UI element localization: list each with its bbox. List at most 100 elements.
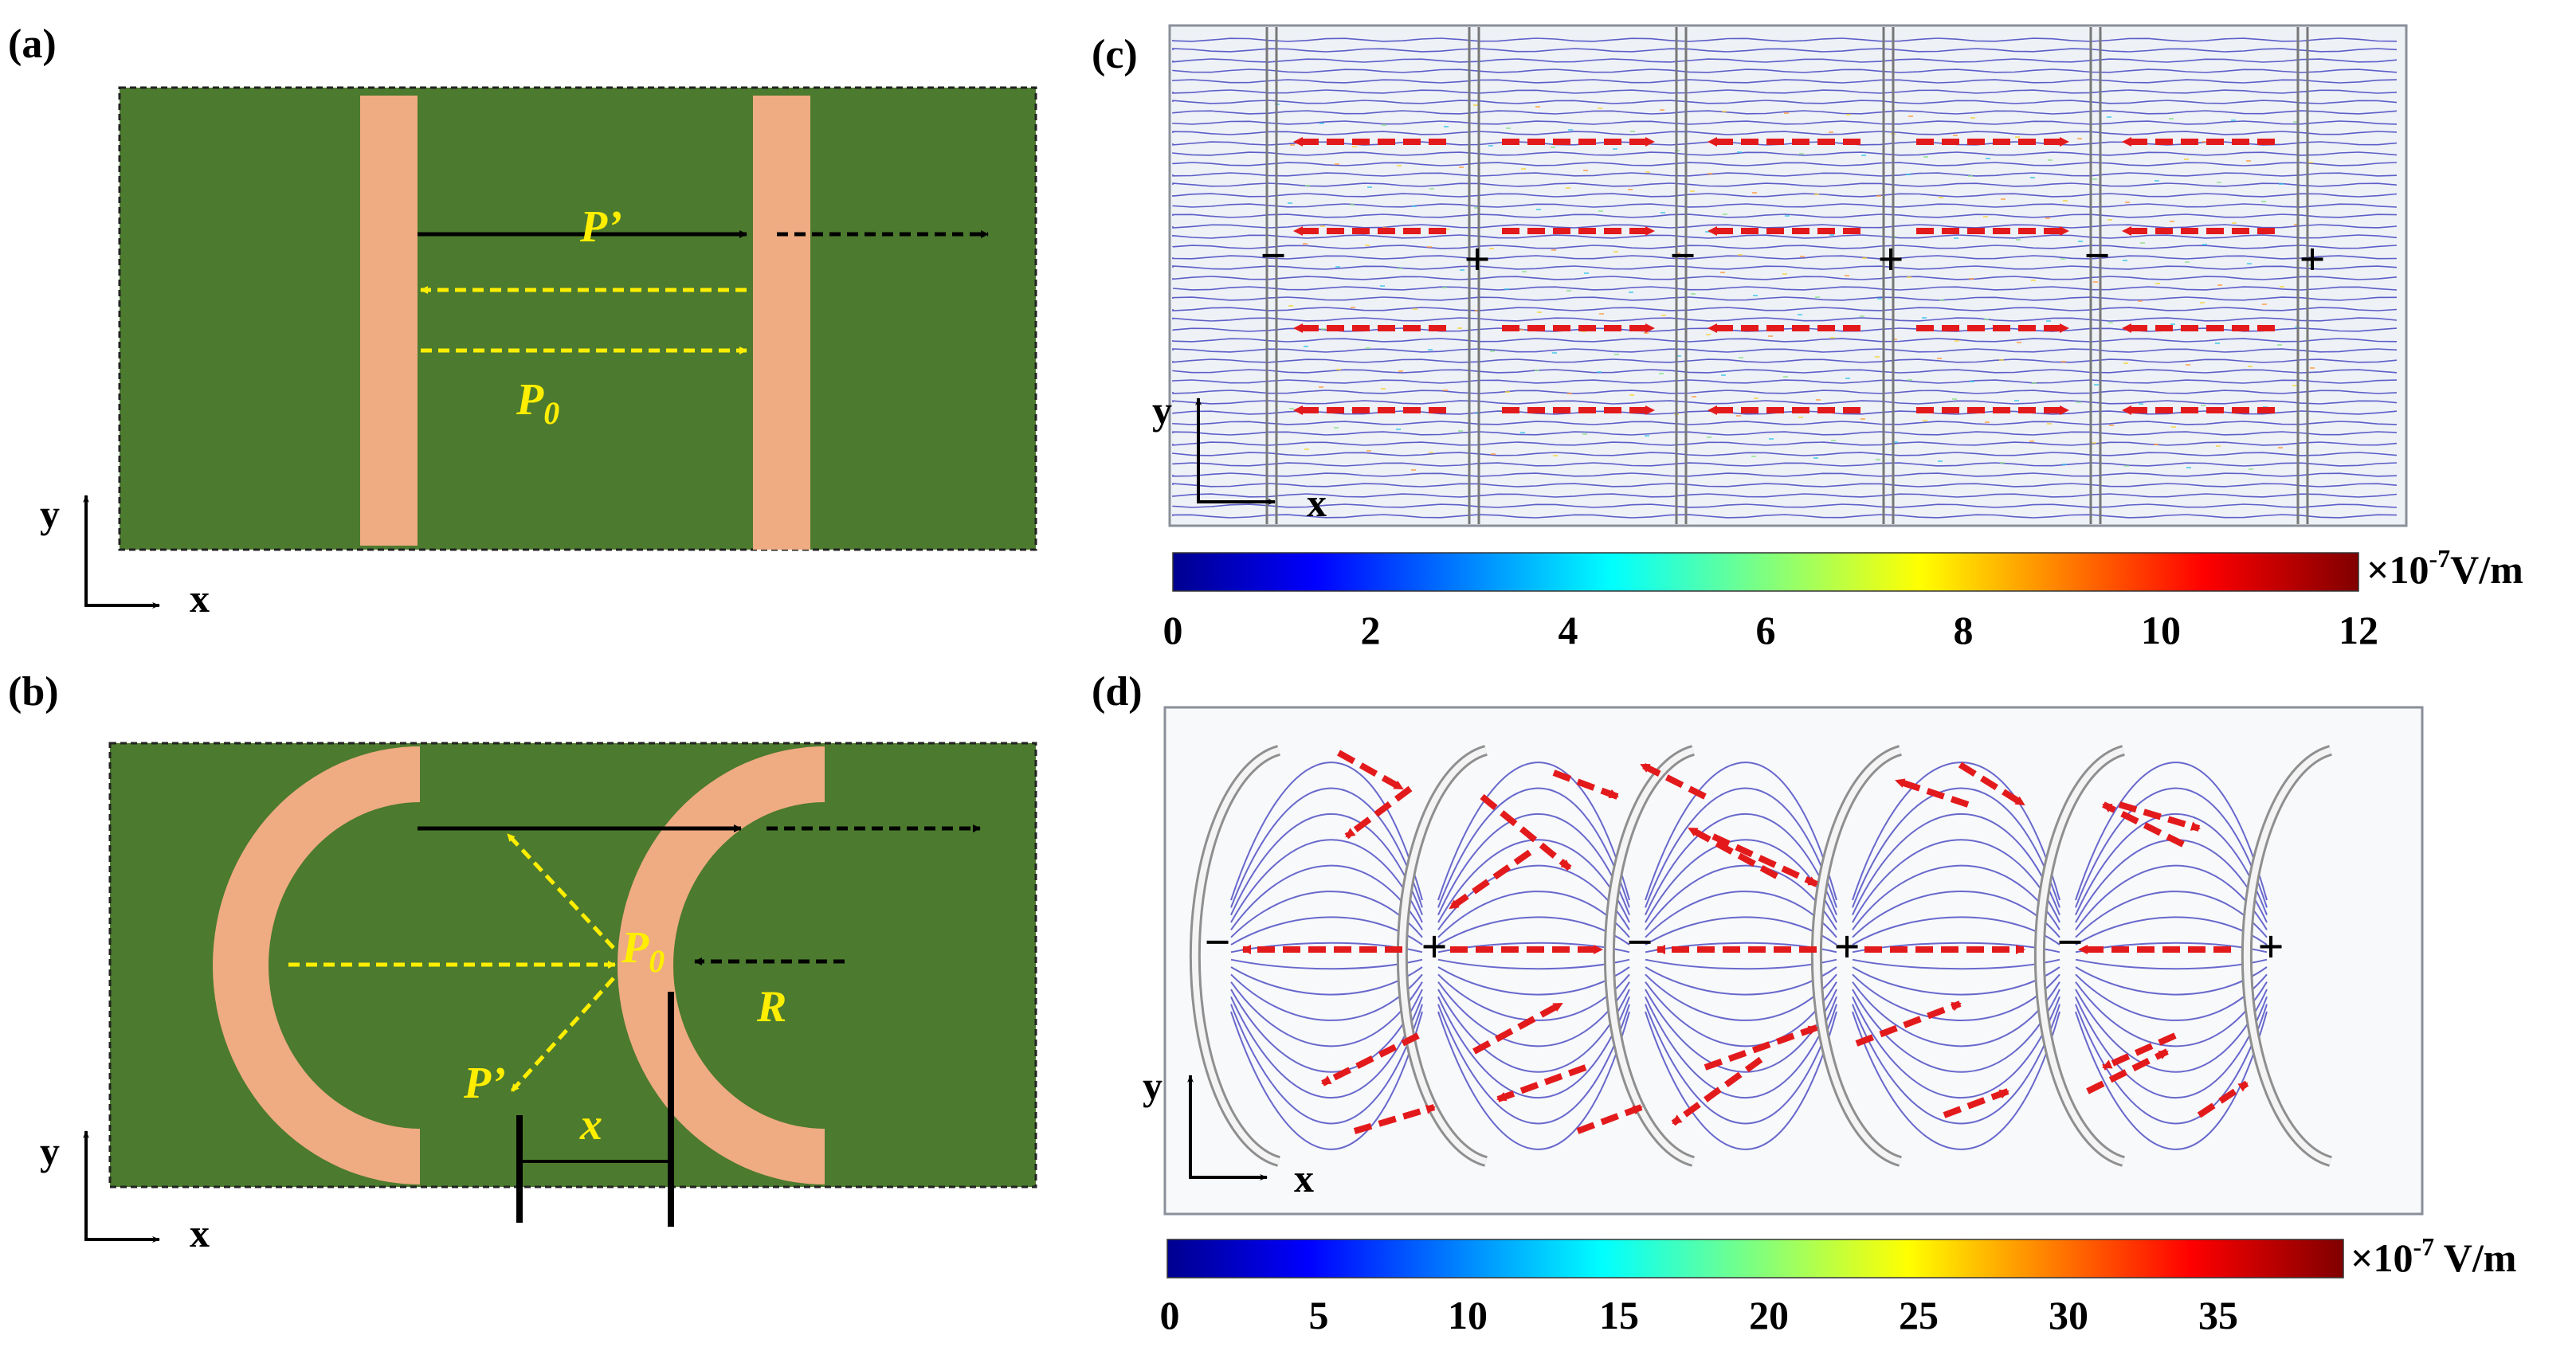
- streamline: [1852, 981, 2060, 1047]
- field-speckle: [2202, 141, 2206, 143]
- field-speckle: [2170, 323, 2175, 325]
- colorbar-tick: 8: [1954, 608, 1974, 652]
- field-speckle: [1552, 352, 1557, 354]
- colorbar-tick: 10: [2141, 608, 2181, 652]
- panel-a-label: (a): [8, 22, 57, 67]
- colorbar-c: [1172, 552, 2359, 592]
- streamline: [1852, 762, 2060, 901]
- streamline: [1852, 813, 2060, 916]
- colorbar-tick: 5: [1309, 1293, 1329, 1337]
- field-speckle: [1335, 163, 1339, 165]
- field-speckle: [1769, 438, 1774, 440]
- field-speckle: [2247, 263, 2252, 264]
- field-speckle: [1442, 287, 1447, 288]
- streamline: [1645, 996, 1837, 1098]
- field-arrow: [1321, 1032, 1420, 1087]
- panel-c-field-map: [1168, 24, 2408, 527]
- field-speckle: [1829, 234, 1834, 236]
- field-speckle: [1459, 166, 1464, 168]
- field-speckle: [1551, 147, 1555, 148]
- streamline: [1172, 37, 2398, 42]
- panel-b-label: (b): [8, 669, 59, 715]
- field-speckle: [1906, 174, 1911, 175]
- streamline: [1172, 131, 2398, 135]
- field-speckle: [2279, 183, 2284, 185]
- panel-d-signs: − + − + − +: [1204, 916, 2284, 973]
- colorbar-tick: 15: [1599, 1293, 1639, 1337]
- field-speckle: [1723, 213, 1727, 215]
- streamline: [1852, 989, 2060, 1073]
- field-arrow: [1552, 769, 1619, 800]
- field-arrow: [1958, 762, 2026, 808]
- resonator-bar-right: [753, 96, 810, 550]
- field-speckle: [1691, 293, 1696, 295]
- field-speckle: [1954, 237, 1958, 239]
- colorbar-tick: 12: [2339, 608, 2378, 652]
- field-speckle: [1739, 357, 1743, 358]
- reflected-down-arrow: [510, 977, 615, 1093]
- streamline: [1172, 400, 2398, 405]
- field-speckle: [1398, 268, 1402, 269]
- sign-plus: +: [2299, 233, 2325, 285]
- streamline: [1172, 182, 2398, 187]
- field-speckle: [1382, 124, 1386, 126]
- field-speckle: [1303, 243, 1308, 245]
- field-speckle: [2015, 136, 2020, 138]
- field-speckle: [2031, 280, 2036, 281]
- field-arrow: [1711, 833, 1818, 887]
- field-speckle: [2000, 462, 2005, 464]
- streamline: [1172, 255, 2398, 260]
- field-speckle: [2092, 178, 2097, 180]
- field-speckle: [1706, 334, 1711, 335]
- streamline: [1645, 1004, 1837, 1125]
- streamline: [1437, 762, 1630, 901]
- streamline: [1852, 996, 2060, 1099]
- field-arrow: [2086, 1048, 2169, 1094]
- field-speckle: [1783, 376, 1788, 378]
- field-speckle: [1768, 335, 1773, 337]
- panel-d-label: (d): [1092, 669, 1143, 715]
- streamline: [1645, 813, 1837, 916]
- field-speckle: [1335, 266, 1340, 268]
- streamline: [1852, 864, 2060, 930]
- field-speckle: [1676, 253, 1680, 254]
- field-speckle: [1396, 429, 1401, 430]
- field-speckle: [1660, 212, 1665, 213]
- streamline: [1852, 787, 2060, 908]
- field-speckle: [1721, 374, 1726, 376]
- field-speckle: [1381, 388, 1386, 390]
- streamline: [1172, 296, 2398, 301]
- field-speckle: [1800, 256, 1805, 257]
- panel-c-resonator-lines: [1265, 27, 2309, 524]
- field-speckle: [2140, 242, 2145, 244]
- field-speckle: [1582, 433, 1587, 435]
- streamline: [1645, 787, 1837, 908]
- streamline: [1172, 265, 2398, 270]
- field-speckle: [1584, 272, 1589, 274]
- field-speckle: [2154, 444, 2158, 445]
- field-speckle: [1566, 290, 1571, 292]
- streamline: [1172, 276, 2398, 280]
- field-speckle: [1939, 197, 1943, 198]
- field-speckle: [2292, 385, 2297, 386]
- resonator-bar-left: [360, 96, 418, 546]
- panel-d-resonator-arcs: [1189, 745, 2332, 1167]
- field-speckle: [1831, 440, 1836, 441]
- field-speckle: [2094, 384, 2099, 386]
- field-speckle: [1489, 248, 1494, 249]
- p-prime-label: P’: [579, 202, 622, 252]
- colorbar-tick: 0: [1160, 1293, 1180, 1337]
- field-speckle: [2092, 442, 2096, 444]
- field-speckle: [1754, 397, 1759, 399]
- field-speckle: [1845, 378, 1850, 379]
- streamline: [1645, 762, 1837, 901]
- x-distance-label: x: [579, 1100, 602, 1149]
- field-speckle: [2125, 202, 2130, 203]
- p0-label: P0: [621, 923, 665, 979]
- streamline: [2075, 989, 2268, 1073]
- field-arrow: [1496, 1064, 1587, 1102]
- field-arrow: [1576, 1104, 1643, 1134]
- field-speckle: [1457, 327, 1462, 329]
- streamline: [1172, 120, 2398, 125]
- field-speckle: [1737, 151, 1742, 153]
